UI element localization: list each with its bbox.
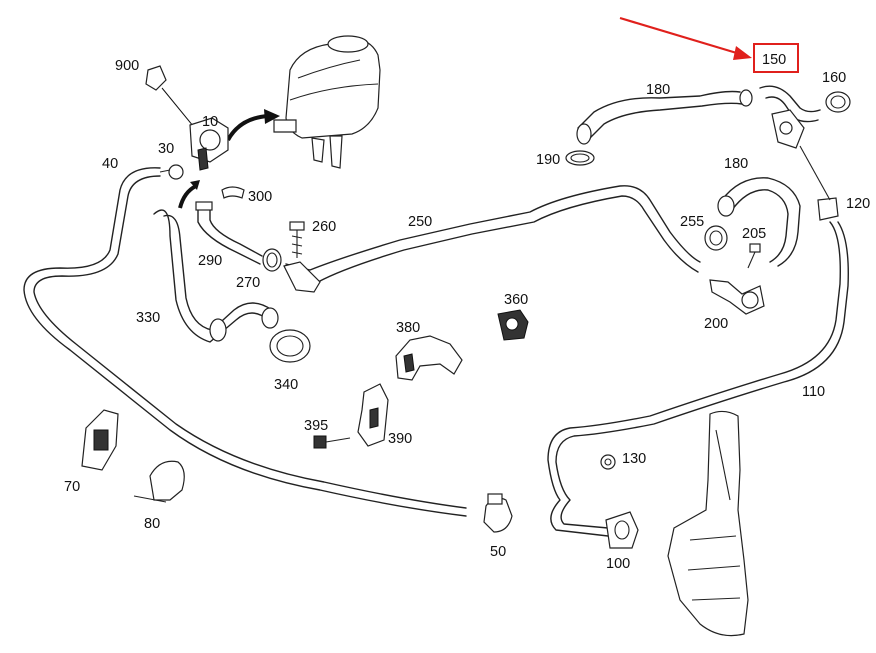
hose-330[interactable] [153, 209, 279, 343]
hose-150[interactable] [759, 85, 821, 149]
label-10: 10 [202, 114, 218, 130]
label-160: 160 [822, 70, 846, 86]
label-50: 50 [490, 544, 506, 560]
label-200: 200 [704, 316, 728, 332]
label-900: 900 [115, 58, 139, 74]
label-380: 380 [396, 320, 420, 336]
label-80: 80 [144, 516, 160, 532]
label-120: 120 [846, 196, 870, 212]
clamp-300[interactable] [221, 186, 245, 199]
highlight-box [753, 43, 799, 73]
label-260: 260 [312, 219, 336, 235]
label-255: 255 [680, 214, 704, 230]
clamp-255[interactable] [704, 225, 728, 251]
bracket-390[interactable] [357, 383, 389, 447]
label-205: 205 [742, 226, 766, 242]
flow-arrow-down [178, 184, 197, 209]
expansion-tank[interactable] [273, 35, 381, 169]
label-360: 360 [504, 292, 528, 308]
clip-120[interactable] [817, 197, 839, 221]
label-330: 330 [136, 310, 160, 326]
clamp-340[interactable] [269, 329, 311, 363]
clamp-100[interactable] [605, 511, 639, 549]
label-290: 290 [198, 253, 222, 269]
flow-arrowhead [264, 109, 280, 124]
label-130: 130 [622, 451, 646, 467]
sensor-900[interactable] [145, 65, 167, 91]
label-100: 100 [606, 556, 630, 572]
flow-arrow-to-tank [226, 114, 269, 142]
cable-tie-80[interactable] [133, 460, 185, 503]
clip-360[interactable] [497, 309, 529, 341]
label-30: 30 [158, 141, 174, 157]
hose-290[interactable] [195, 201, 263, 265]
valve-200[interactable] [709, 279, 765, 315]
bolt-395[interactable] [313, 435, 351, 449]
clamp-190[interactable] [565, 150, 595, 166]
bolt-260[interactable] [289, 221, 305, 258]
fitting-30[interactable] [159, 164, 184, 180]
highlight-arrow-line [619, 16, 741, 56]
hose-180-middle[interactable] [717, 177, 801, 267]
label-40: 40 [102, 156, 118, 172]
label-340: 340 [274, 377, 298, 393]
hose-40[interactable] [23, 167, 467, 517]
label-250: 250 [408, 214, 432, 230]
highlight-arrowhead [733, 46, 752, 60]
pump-10[interactable] [189, 117, 229, 171]
hose-110[interactable] [547, 145, 849, 537]
label-395: 395 [304, 418, 328, 434]
label-180-middle: 180 [724, 156, 748, 172]
label-150: 150 [762, 52, 786, 68]
label-110: 110 [802, 384, 825, 400]
washer-reservoir[interactable] [667, 410, 749, 637]
label-180-top: 180 [646, 82, 670, 98]
clamp-50[interactable] [483, 493, 513, 533]
bolt-205[interactable] [747, 243, 761, 269]
label-300: 300 [248, 189, 272, 205]
hose-180-top[interactable] [576, 89, 753, 145]
label-190: 190 [536, 152, 560, 168]
label-390: 390 [388, 431, 412, 447]
clamp-160[interactable] [825, 91, 851, 113]
clamp-270[interactable] [262, 248, 282, 272]
label-270: 270 [236, 275, 260, 291]
label-70: 70 [64, 479, 80, 495]
clip-130[interactable] [600, 454, 616, 470]
bracket-70[interactable] [81, 409, 119, 471]
bracket-380[interactable] [395, 335, 463, 381]
hose-250[interactable] [283, 185, 701, 293]
